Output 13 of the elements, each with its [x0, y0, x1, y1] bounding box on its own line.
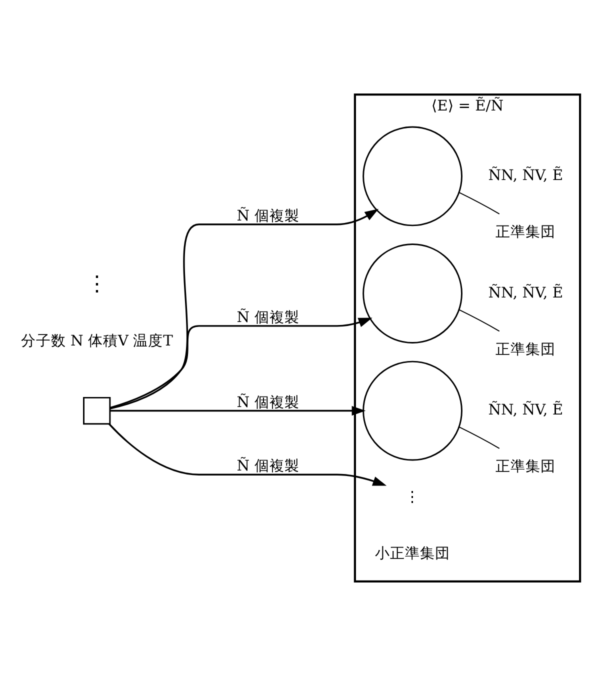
node-label: ÑN, ÑV, Ẽ — [488, 402, 564, 419]
label: ⋮ — [86, 271, 108, 296]
node-text: 正準集団 — [496, 340, 556, 358]
node-text: 正準集団 — [496, 458, 556, 476]
node-label: ÑN, ÑV, Ẽ — [488, 284, 564, 302]
edge-label: Ñ 個複製 — [236, 308, 300, 326]
edge-label: Ñ 個複製 — [236, 394, 300, 411]
edge-label: Ñ 個複製 — [236, 207, 300, 224]
node-label: 分子数 N 体積V 温度T — [20, 332, 173, 350]
edge-label: Ñ 個複製 — [236, 458, 300, 475]
node-label: ÑN, ÑV, Ẽ — [488, 167, 564, 184]
node-text: ⋮ — [405, 488, 420, 506]
node-text: 正準集団 — [496, 224, 556, 241]
